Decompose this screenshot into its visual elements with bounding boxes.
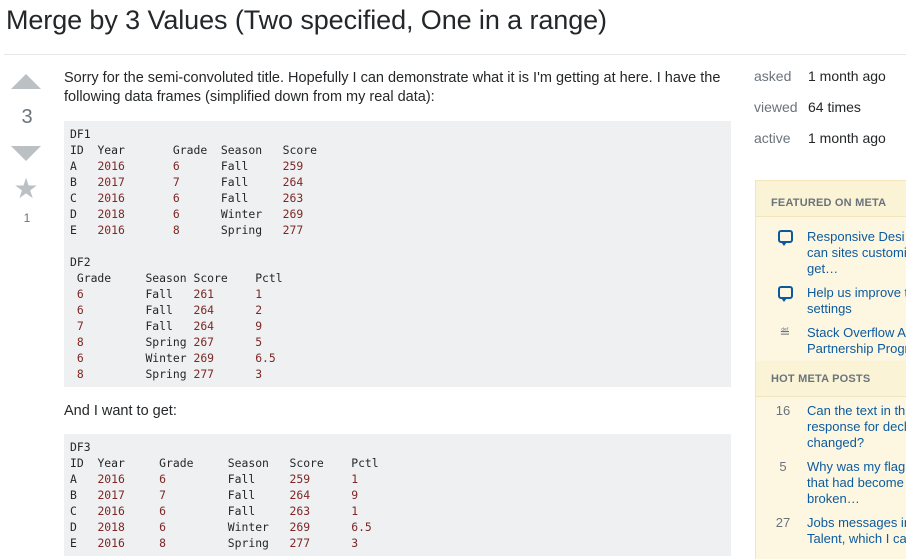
df1-row: E 2016 8 Spring 277 <box>70 223 324 237</box>
hot-meta-count: 16 <box>775 403 791 418</box>
df1-header: ID Year Grade Season Score <box>70 143 324 157</box>
hot-meta-link-line: changed? <box>807 435 865 450</box>
stat-value[interactable]: 1 month ago <box>808 68 886 84</box>
featured-link-line: Partnership Progr <box>807 341 906 356</box>
favorite-star-icon[interactable]: ★ <box>13 173 39 204</box>
featured-header-bar <box>756 181 906 217</box>
stat-value[interactable]: 1 month ago <box>808 130 886 146</box>
df2-name: DF2 <box>70 255 91 269</box>
hot-meta-link-line: Can the text in th <box>807 403 906 418</box>
df1-row: D 2018 6 Winter 269 <box>70 207 324 221</box>
df2-row: 6 Fall 261 1 <box>70 287 283 301</box>
upvote-arrow-icon[interactable] <box>11 74 41 89</box>
df3-header: ID Year Grade Season Score Pctl <box>70 456 386 470</box>
question-title[interactable]: Merge by 3 Values (Two specified, One in… <box>6 5 607 35</box>
stat-label: active <box>754 130 791 146</box>
vote-count: 3 <box>21 106 33 128</box>
hot-meta-header: HOT META POSTS <box>771 373 871 385</box>
hot-header-bar <box>756 361 906 397</box>
hot-meta-link[interactable]: Can the text in th response for decl cha… <box>807 403 906 451</box>
df3-row: B 2017 7 Fall 264 9 <box>70 488 386 502</box>
df3-row: D 2018 6 Winter 269 6.5 <box>70 520 386 534</box>
df2-row: 8 Spring 277 3 <box>70 367 283 381</box>
hot-meta-link-line: that had become <box>807 475 904 490</box>
hot-meta-link-line: Jobs messages in <box>807 515 906 530</box>
meta-chat-icon <box>778 286 793 302</box>
stackoverflow-icon: ≝ <box>779 325 791 340</box>
df1-name: DF1 <box>70 127 91 141</box>
df3-row: A 2016 6 Fall 259 1 <box>70 472 386 486</box>
featured-link[interactable]: Responsive Desi can sites customi get… <box>807 229 906 277</box>
meta-chat-icon <box>778 230 793 246</box>
featured-link-line: can sites customi <box>807 245 906 260</box>
featured-link-line: Responsive Desi <box>807 229 905 244</box>
featured-link[interactable]: Help us improve t settings <box>807 285 906 317</box>
hot-meta-link-line: Why was my flag <box>807 459 906 474</box>
featured-link-line: get… <box>807 261 839 276</box>
code-spacer <box>70 238 725 254</box>
df2-header: Grade Season Score Pctl <box>70 271 283 285</box>
featured-link-line: Help us improve t <box>807 285 906 300</box>
downvote-arrow-icon[interactable] <box>11 146 41 161</box>
featured-link[interactable]: Stack Overflow A Partnership Progr <box>807 325 906 357</box>
hot-meta-link-line: broken… <box>807 491 860 506</box>
meta-sidebar: FEATURED ON META Responsive Desi can sit… <box>755 180 906 559</box>
hot-meta-link[interactable]: Jobs messages in Talent, which I ca <box>807 515 906 547</box>
df1-row: C 2016 6 Fall 263 <box>70 191 324 205</box>
title-divider <box>4 54 906 55</box>
df1-row: A 2016 6 Fall 259 <box>70 159 324 173</box>
stat-label: asked <box>754 68 792 84</box>
hot-meta-count: 27 <box>775 515 791 530</box>
df1-row: B 2017 7 Fall 264 <box>70 175 324 189</box>
stat-value: 64 times <box>808 99 861 115</box>
hot-meta-link-line: Talent, which I ca <box>807 531 906 546</box>
code-block-df3: DF3 ID Year Grade Season Score Pctl A 201… <box>64 434 731 556</box>
df2-row: 6 Winter 269 6.5 <box>70 351 283 365</box>
df3-row: E 2016 8 Spring 277 3 <box>70 536 386 550</box>
df2-row: 8 Spring 267 5 <box>70 335 283 349</box>
df2-row: 6 Fall 264 2 <box>70 303 283 317</box>
featured-header: FEATURED ON META <box>771 197 887 209</box>
df2-row: 7 Fall 264 9 <box>70 319 283 333</box>
question-middle-text: And I want to get: <box>64 403 177 419</box>
hot-meta-count: 5 <box>779 459 787 474</box>
df3-row: C 2016 6 Fall 263 1 <box>70 504 386 518</box>
df3-name: DF3 <box>70 440 91 454</box>
featured-link-line: Stack Overflow A <box>807 325 906 340</box>
hot-meta-link-line: response for decl <box>807 419 906 434</box>
code-block-df1-df2: DF1 ID Year Grade Season Score A 2016 6 F… <box>64 121 731 387</box>
featured-link-line: settings <box>807 301 852 316</box>
hot-meta-link[interactable]: Why was my flag that had become broken… <box>807 459 906 507</box>
stat-label: viewed <box>754 99 798 115</box>
favorite-count: 1 <box>23 211 31 225</box>
question-intro: Sorry for the semi-convoluted title. Hop… <box>64 70 721 105</box>
